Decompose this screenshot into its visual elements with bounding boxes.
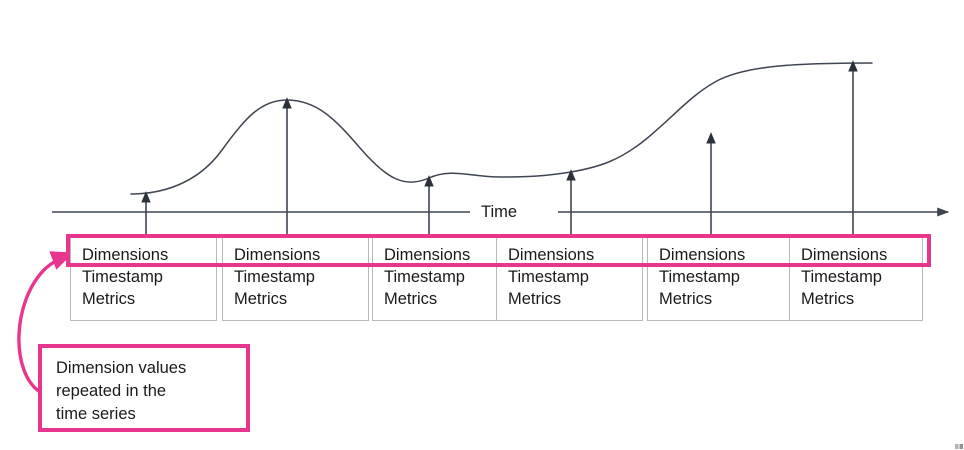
record-field-timestamp: Timestamp (234, 268, 315, 286)
record-box[interactable]: Dimensions Timestamp Metrics (647, 237, 794, 321)
record-field-dimensions: Dimensions (508, 246, 595, 264)
record-field-metrics: Metrics (82, 289, 136, 308)
record-field-metrics: Metrics (384, 289, 438, 308)
record-box[interactable]: Dimensions Timestamp Metrics (496, 237, 643, 321)
record-field-dimensions: Dimensions (801, 246, 888, 264)
record-field-dimensions: Dimensions (234, 246, 321, 264)
record-box[interactable]: Dimensions Timestamp Metrics (789, 237, 923, 321)
callout-line: repeated in the (56, 382, 167, 400)
record-field-timestamp: Timestamp (801, 268, 882, 286)
record-field-timestamp: Timestamp (384, 268, 465, 286)
corner-artifact (955, 444, 963, 449)
record-box[interactable]: Dimensions Timestamp Metrics (70, 237, 217, 321)
record-field-metrics: Metrics (234, 289, 288, 308)
record-field-metrics: Metrics (801, 289, 855, 308)
record-field-dimensions: Dimensions (82, 246, 169, 264)
callout-connector-arrow (17, 251, 74, 394)
callout-line: time series (56, 405, 136, 423)
callout-box[interactable]: Dimension values repeated in the time se… (38, 344, 250, 432)
record-field-timestamp: Timestamp (659, 268, 740, 286)
record-field-timestamp: Timestamp (82, 268, 163, 286)
callout-line: Dimension values (56, 359, 187, 377)
record-field-timestamp: Timestamp (508, 268, 589, 286)
record-field-dimensions: Dimensions (659, 246, 746, 264)
metric-curve (130, 62, 873, 195)
axis-label-time: Time (474, 203, 525, 221)
record-box[interactable]: Dimensions Timestamp Metrics (222, 237, 369, 321)
record-field-metrics: Metrics (508, 289, 562, 308)
record-field-metrics: Metrics (659, 289, 713, 308)
record-field-dimensions: Dimensions (384, 246, 471, 264)
